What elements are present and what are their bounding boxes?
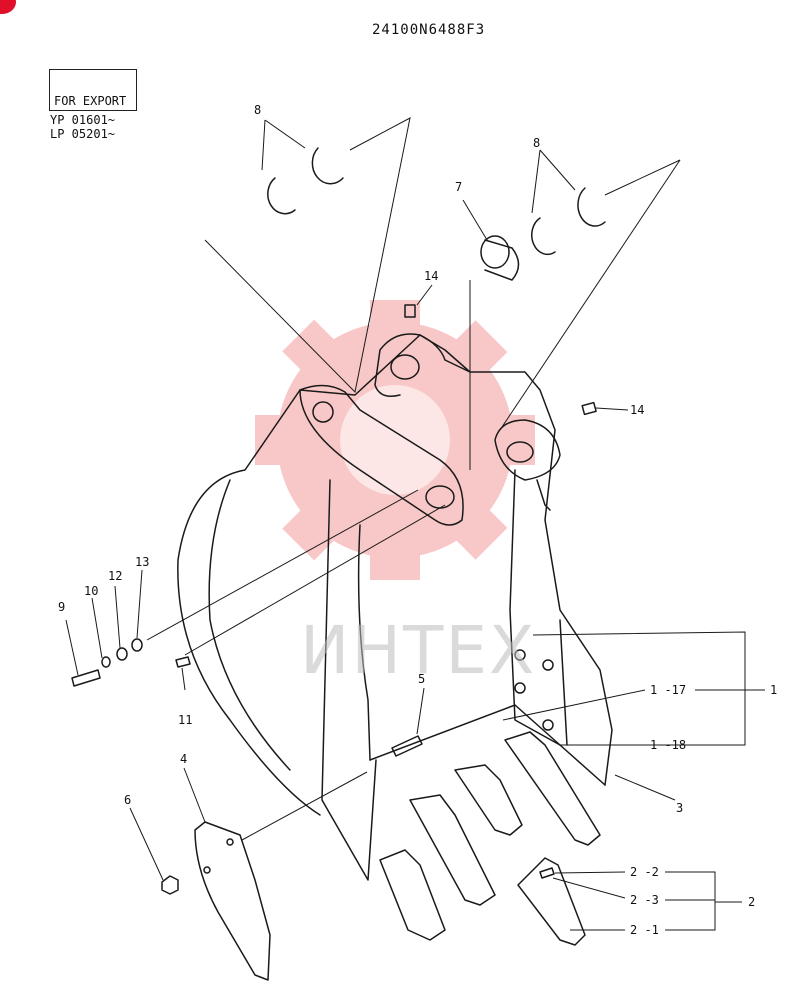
callout-11: 11: [178, 713, 193, 727]
callout-5: 5: [418, 672, 426, 686]
bucket-inner-curve: [208, 479, 291, 771]
bucket-right-flank: [559, 619, 568, 746]
rear-boss-hole: [506, 441, 534, 463]
callout-3: 3: [676, 801, 684, 815]
grease-fitting: [404, 304, 416, 318]
bolt-9: [71, 669, 101, 687]
export-label: FOR EXPORT: [54, 94, 127, 108]
bushing: [480, 235, 510, 269]
drawing-number: 24100N6488F3: [372, 22, 486, 38]
right-boss-hole-upper: [390, 354, 420, 380]
pin-11: [175, 656, 191, 668]
left-boss-hole-upper: [312, 401, 334, 423]
bucket-tooth: [409, 794, 496, 906]
leader-lines: [65, 117, 765, 931]
bucket-tooth: [454, 764, 523, 836]
rear-hook: [536, 479, 551, 511]
bolt-5: [391, 735, 423, 757]
right-boss-plate: [374, 333, 471, 397]
side-bolt-hole: [542, 659, 554, 671]
tooth-pin-2-2: [539, 867, 555, 879]
callout-1-18: 1 -18: [650, 738, 687, 752]
washer-12: [116, 647, 128, 661]
side-cutter: [194, 821, 271, 981]
side-bolt-hole: [514, 649, 526, 661]
callout-9: 9: [58, 600, 66, 614]
serial-range-yp: YP 01601~: [50, 113, 116, 127]
callout-7: 7: [455, 180, 463, 194]
washer-13: [131, 638, 143, 652]
bucket-tooth: [379, 849, 446, 941]
bushing-body: [484, 239, 520, 281]
serial-range-lp: LP 05201~: [50, 127, 116, 141]
circlip: [577, 187, 606, 227]
watermark-text: ИНТЕХ: [300, 612, 537, 689]
bucket-right-side: [509, 469, 606, 786]
grease-fitting: [581, 401, 597, 416]
left-boss-plate: [299, 384, 464, 526]
callout-13: 13: [135, 555, 150, 569]
export-box: FOR EXPORT: [49, 69, 137, 111]
tooth-2-1: [517, 857, 586, 946]
nut-6: [161, 875, 179, 895]
callout-10: 10: [84, 584, 99, 598]
callout-1: 1: [770, 683, 778, 697]
watermark-gear-hub: [340, 385, 450, 495]
callout-8-left: 8: [254, 103, 262, 117]
side-bolt-hole: [514, 682, 526, 694]
callout-4: 4: [180, 752, 188, 766]
callout-8-right: 8: [533, 136, 541, 150]
callout-1-17: 1 -17: [650, 683, 687, 697]
callout-2-1: 2 -1: [630, 923, 659, 937]
callout-2-3: 2 -3: [630, 893, 659, 907]
side-cutter-hole: [226, 838, 234, 846]
side-cutter-hole: [203, 866, 211, 874]
side-bolt-hole: [542, 719, 554, 731]
callout-12: 12: [108, 569, 123, 583]
rear-boss-plate: [494, 419, 561, 481]
callout-2-2: 2 -2: [630, 865, 659, 879]
circlip: [311, 147, 344, 185]
callout-6: 6: [124, 793, 132, 807]
callout-14-upper: 14: [424, 269, 439, 283]
circlip: [267, 177, 296, 215]
callout-14-right: 14: [630, 403, 645, 417]
bucket-tooth: [504, 731, 601, 846]
cutting-edge: [369, 704, 561, 761]
bucket-side-plate: [321, 479, 377, 881]
circlip: [531, 217, 556, 256]
bucket-back-plate: [357, 524, 371, 761]
callout-2: 2: [748, 895, 756, 909]
lock-washer-10: [101, 656, 111, 668]
